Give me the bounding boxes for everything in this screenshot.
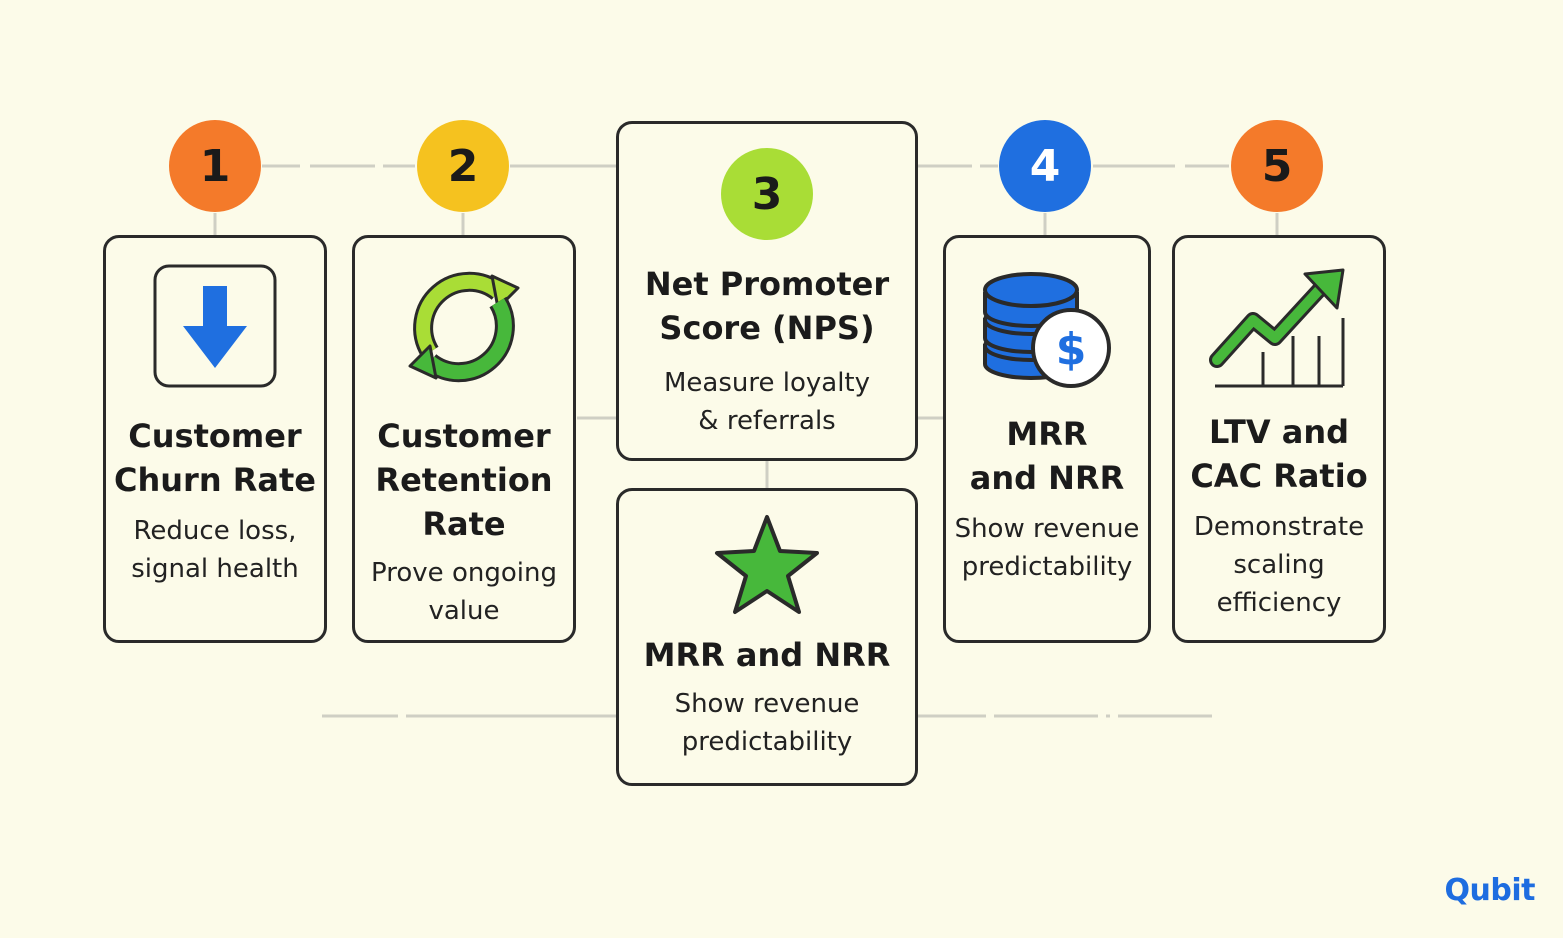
step-2-badge: 2 <box>417 120 509 212</box>
step-4-description: Show revenue predictability <box>954 514 1140 582</box>
step-3-badge: 3 <box>721 148 813 240</box>
step-4-card: $ MRR and NRR Show revenue predictabilit… <box>943 235 1151 643</box>
step-2-card: Customer Retention Rate Prove ongoing va… <box>352 235 576 643</box>
refresh-cycle-icon <box>402 262 526 392</box>
step-1-description: Reduce loss, signal health <box>131 516 299 584</box>
step-1-title: Customer Churn Rate <box>114 417 316 499</box>
svg-text:$: $ <box>1056 324 1087 375</box>
step-5-title: LTV and CAC Ratio <box>1190 413 1368 495</box>
center-card-description: Show revenue predictability <box>674 689 860 757</box>
step-2-description: Prove ongoing value <box>371 558 557 626</box>
step-5-badge: 5 <box>1231 120 1323 212</box>
step-4-badge: 4 <box>999 120 1091 212</box>
step-2-title: Customer Retention Rate <box>375 417 553 543</box>
qubit-logo: Qubit <box>1444 873 1536 908</box>
mrr-nrr-center-card: MRR and NRR Show revenue predictability <box>616 488 918 786</box>
star-icon <box>713 513 821 617</box>
step-3-title: Net Promoter Score (NPS) <box>644 265 890 347</box>
step-5-card: LTV and CAC Ratio Demonstrate scaling ef… <box>1172 235 1386 643</box>
step-4-title: MRR and NRR <box>969 415 1125 497</box>
step-5-description: Demonstrate scaling efficiency <box>1193 512 1365 618</box>
step-3-card: 3 Net Promoter Score (NPS) Measure loyal… <box>616 121 918 461</box>
step-3-description: Measure loyalty & referrals <box>663 368 871 436</box>
down-arrow-icon <box>153 264 277 388</box>
center-card-title: MRR and NRR <box>643 636 891 674</box>
growth-chart-icon <box>1209 266 1349 390</box>
database-dollar-icon: $ <box>977 264 1117 392</box>
step-1-card: Customer Churn Rate Reduce loss, signal … <box>103 235 327 643</box>
step-1-badge: 1 <box>169 120 261 212</box>
